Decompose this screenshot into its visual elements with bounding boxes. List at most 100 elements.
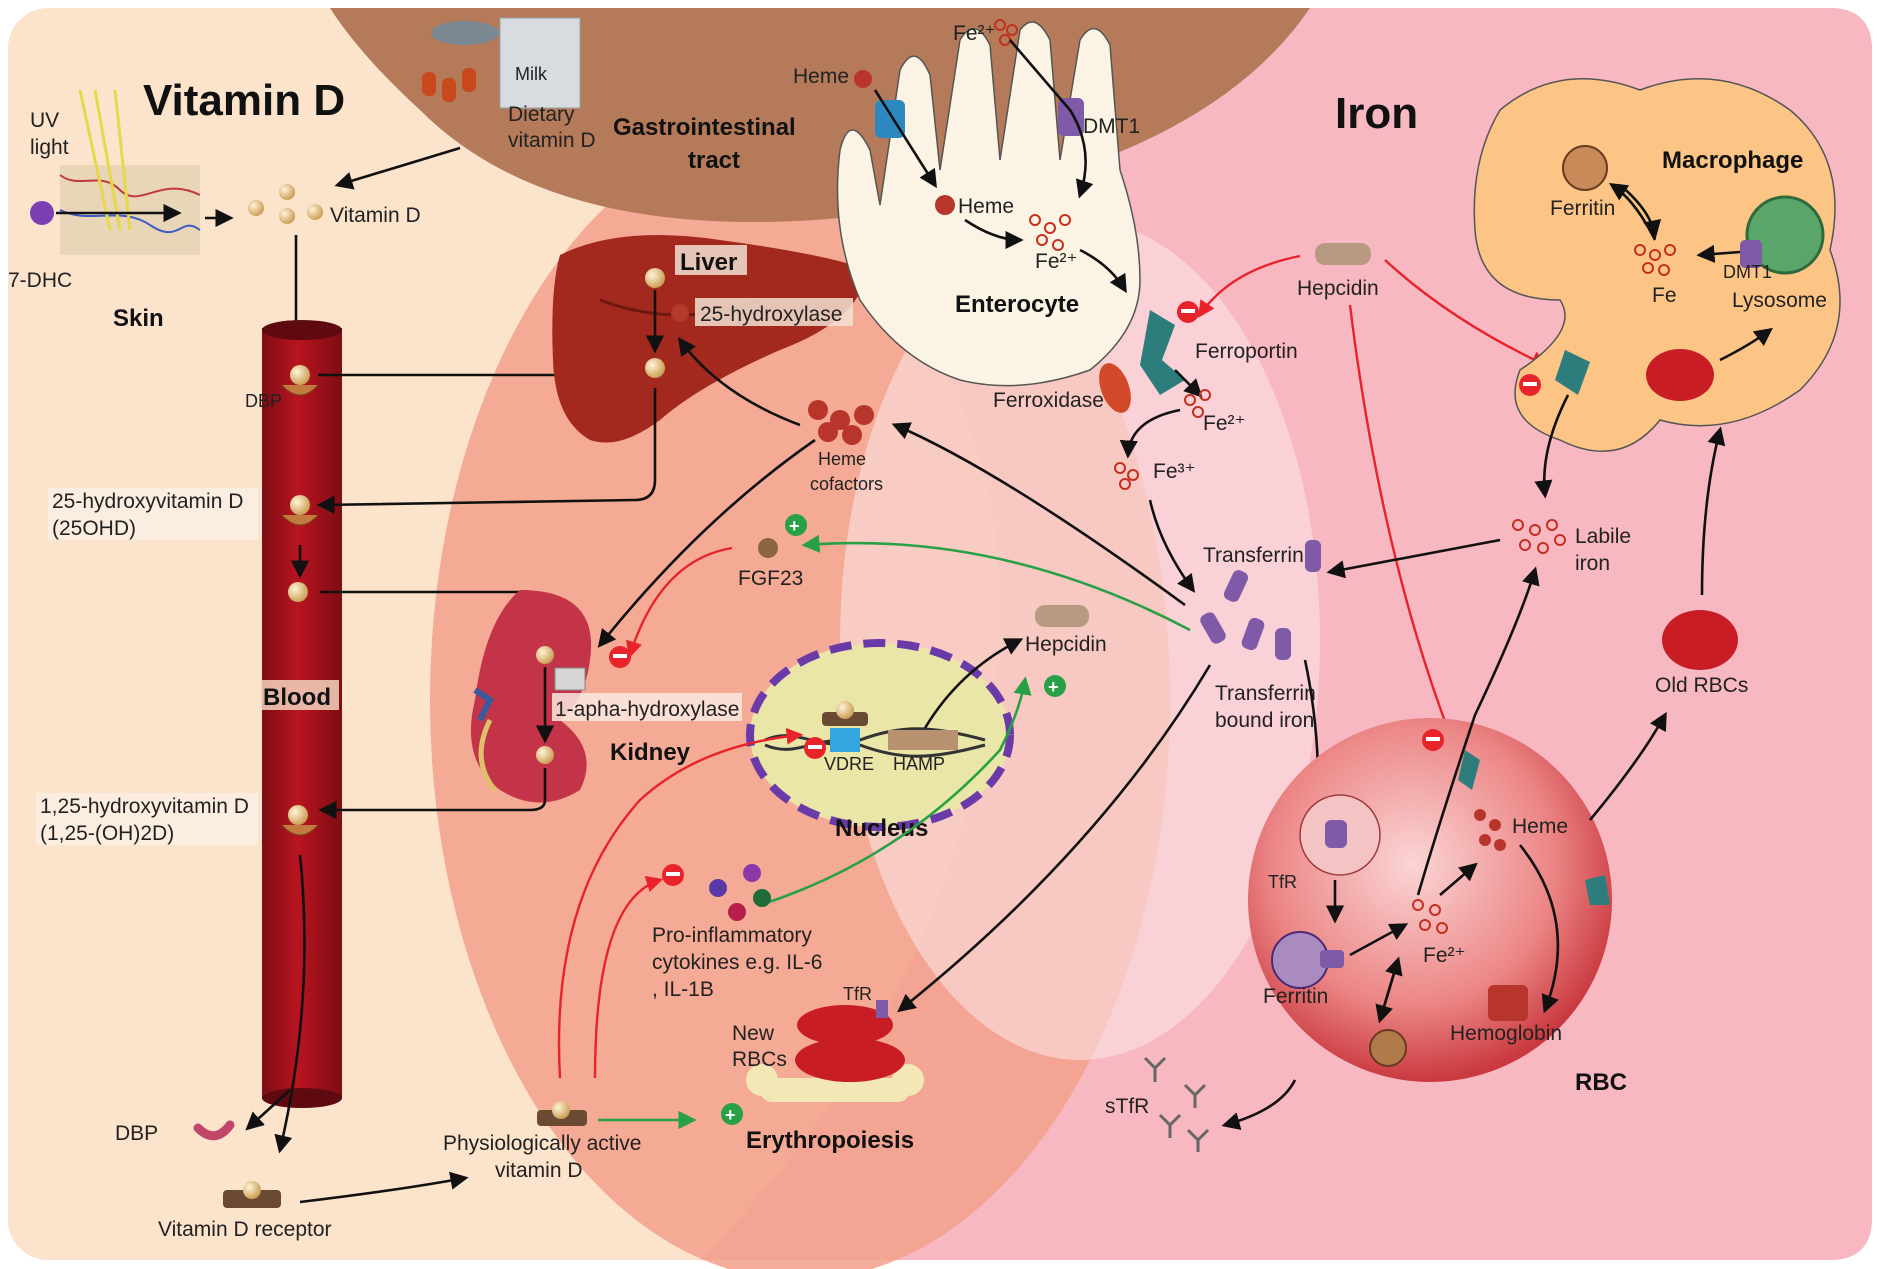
blood-label: Blood	[263, 684, 331, 711]
rbc-label: RBC	[1575, 1069, 1627, 1096]
vitamin-d-label: Vitamin D	[330, 204, 421, 227]
labile-iron-label-2: iron	[1575, 552, 1610, 575]
dmt1-mac-label: DMT1	[1723, 262, 1772, 282]
heme-transporter-icon	[875, 100, 905, 138]
old-rbc-icon	[1662, 610, 1738, 670]
enterocyte-cell	[836, 21, 1141, 387]
fgf23-activation-icon	[785, 514, 807, 536]
ferroportin-label: Ferroportin	[1195, 340, 1298, 363]
ferritin-rbc-icon	[1271, 931, 1329, 989]
ferritin-mac-icon	[1562, 145, 1608, 191]
25ohd-label-1: 25-hydroxyvitamin D	[52, 490, 243, 513]
heme-rbc-ions-icon	[1474, 809, 1506, 851]
old-rbcs-label: Old RBCs	[1655, 674, 1748, 697]
fe2-rbc-label: Fe²⁺	[1423, 944, 1466, 967]
active-vitamin-d-icon	[537, 1101, 587, 1126]
cytokines-label-1: Pro-inflammatory	[652, 924, 812, 947]
fe3-out-label: Fe³⁺	[1153, 460, 1196, 483]
25ohd-label-2: (25OHD)	[52, 517, 136, 540]
liver-label: Liver	[680, 249, 737, 276]
stfr-receptors-icon	[1143, 1056, 1210, 1152]
tfr-label: TfR	[1268, 872, 1297, 892]
labile-iron-ions-icon	[1512, 519, 1566, 554]
heme-cofactors-2: cofactors	[810, 474, 883, 494]
lysosome-icon	[1745, 195, 1825, 275]
dbp-bottom-label: DBP	[115, 1122, 158, 1145]
ferritin-rbc-label: Ferritin	[1263, 985, 1328, 1008]
svg-text:+: +	[789, 516, 800, 536]
iron-title: Iron	[1335, 89, 1418, 138]
fgf23-molecule-icon	[758, 538, 778, 558]
fe2-rbc-ions-icon	[1412, 899, 1448, 934]
125ohd-label-1: 1,25-hydroxyvitamin D	[40, 795, 249, 818]
fe2-inner-ions-icon	[1029, 214, 1071, 251]
hemoglobin-icon	[1488, 985, 1528, 1021]
svg-text:+: +	[725, 1105, 736, 1125]
kidney-icon	[470, 590, 592, 803]
heme-inner-label: Heme	[958, 195, 1014, 218]
stfr-label: sTfR	[1105, 1095, 1149, 1118]
vdr-complex-icon	[822, 701, 868, 726]
ferroxidase-icon	[1099, 363, 1131, 413]
uv-light-2: light	[30, 136, 69, 159]
physiologically-active-1: Physiologically active	[443, 1132, 641, 1155]
fe-mac-ions-icon	[1634, 244, 1676, 276]
milk-label: Milk	[515, 64, 548, 84]
skin-label: Skin	[113, 305, 164, 332]
uv-light-1: UV	[30, 109, 59, 132]
125ohd-label-2: (1,25-(OH)2D)	[40, 822, 174, 845]
new-rbcs-label-1: New	[732, 1022, 775, 1045]
physiologically-active-2: vitamin D	[495, 1159, 583, 1182]
rbc-ferritin-store-icon	[1369, 1029, 1407, 1067]
new-rbcs-icon	[795, 1000, 905, 1082]
hamp-label: HAMP	[893, 754, 945, 774]
dietary-vitamin-d-1: Dietary	[508, 103, 575, 126]
fe3-ions-icon	[1114, 462, 1139, 490]
bone-icon	[746, 1064, 924, 1102]
milk-carton-icon: Milk	[499, 17, 581, 109]
phagocytosed-rbc-icon	[1646, 349, 1714, 401]
fgf23-label: FGF23	[738, 567, 803, 590]
heme-top-label: Heme	[793, 65, 849, 88]
fe2-out-label: Fe²⁺	[1203, 412, 1246, 435]
vitamin-d-receptor-icon	[223, 1181, 281, 1208]
transferrin-bound-2: bound iron	[1215, 709, 1314, 732]
dbp-top-label: DBP	[245, 391, 282, 411]
transferrin-bound-1: Transferrin	[1215, 682, 1316, 705]
macrophage-ferroportin-icon	[1555, 350, 1590, 395]
supplement-pills-icon	[422, 68, 476, 102]
gi-title-2: tract	[688, 147, 740, 174]
blood-vessel	[262, 328, 342, 1098]
dbp-icon	[193, 1120, 235, 1141]
fe2-top-label: Fe²⁺	[953, 22, 996, 45]
heme-cofactors-icon	[808, 400, 874, 445]
macrophage-label: Macrophage	[1662, 147, 1803, 174]
ferroportin-icon	[1140, 310, 1185, 395]
vdre-element	[830, 728, 860, 752]
vdre-label: VDRE	[824, 754, 874, 774]
overlap-highlight	[840, 220, 1320, 1060]
cytokines-icon	[709, 864, 771, 921]
fe-mac-label: Fe	[1652, 284, 1677, 307]
kidney-label: Kidney	[610, 739, 691, 766]
ferritin-mac-label: Ferritin	[1550, 197, 1615, 220]
25-hydroxylase-label: 25-hydroxylase	[700, 303, 842, 326]
heme-cofactors-1: Heme	[818, 449, 866, 469]
dmt1-mac-icon	[1740, 240, 1762, 268]
dmt1-label: DMT1	[1083, 115, 1140, 138]
new-rbcs-label-2: RBCs	[732, 1048, 787, 1071]
hepcidin-molecule-icon	[1035, 605, 1089, 627]
7-dhc-label: 7-DHC	[8, 269, 72, 292]
ferroxidase-label: Ferroxidase	[993, 389, 1104, 412]
fe2-inner-label: Fe²⁺	[1035, 250, 1078, 273]
hepcidin-right-label: Hepcidin	[1297, 277, 1379, 300]
hepcidin-iron-icon	[1315, 243, 1371, 265]
hemoglobin-label: Hemoglobin	[1450, 1022, 1562, 1045]
dbp-vitamin-d-complex-icon	[290, 365, 310, 385]
hamp-gene	[888, 730, 958, 750]
transferrin-molecules-icon	[1200, 540, 1321, 660]
gi-title-1: Gastrointestinal	[613, 114, 796, 141]
fe2-top-ions-icon	[994, 19, 1018, 46]
